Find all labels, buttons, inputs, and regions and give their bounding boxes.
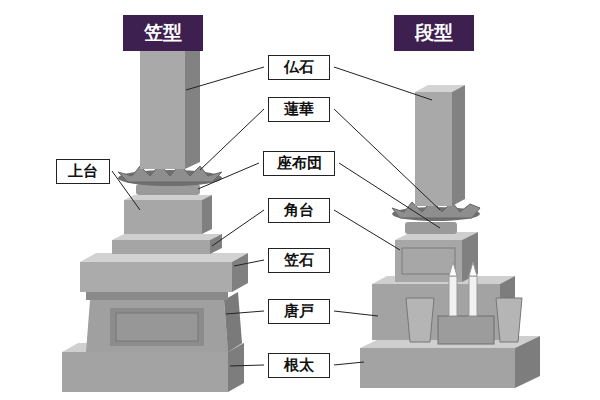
label-text: 唐戸 — [284, 302, 314, 321]
label-text: 笠石 — [284, 251, 314, 270]
part-label: 仏石 — [268, 55, 330, 80]
leader-line — [334, 210, 400, 250]
candle — [449, 276, 457, 316]
base-front — [62, 352, 228, 392]
leader-line — [234, 260, 264, 266]
vase-right — [496, 298, 522, 342]
kakudai-side — [210, 234, 222, 254]
leader-line — [186, 67, 264, 90]
kasa-side — [232, 253, 248, 292]
flame — [449, 262, 457, 276]
part-label: 蓮華 — [268, 97, 330, 122]
kakudai-top — [112, 234, 222, 240]
kasa-front — [80, 262, 232, 292]
kakudai-front — [112, 240, 210, 254]
karato-side — [224, 292, 242, 352]
part-label: 上台 — [56, 159, 110, 184]
base-front — [360, 348, 515, 388]
butsuseki-side — [185, 38, 200, 169]
kasa-gravestone — [62, 38, 248, 392]
leader-line — [226, 311, 264, 314]
type-header: 笠型 — [123, 15, 203, 51]
dan-gravestone — [360, 85, 540, 388]
header-text: 笠型 — [144, 20, 182, 46]
leader-line — [200, 109, 264, 170]
label-text: 座布団 — [277, 154, 322, 173]
candle — [469, 276, 477, 316]
label-text: 仏石 — [284, 58, 314, 77]
part-label: 笠石 — [268, 248, 330, 273]
zabuton — [405, 222, 457, 234]
butsuseki-front — [140, 45, 185, 169]
label-text: 根太 — [284, 356, 314, 375]
lip-band — [86, 292, 228, 300]
kasa-top — [80, 253, 248, 262]
leader-line — [339, 163, 440, 228]
leader-line — [230, 365, 264, 366]
leader-line — [334, 311, 378, 316]
joudai-side — [202, 195, 212, 234]
label-text: 蓮華 — [284, 100, 314, 119]
vase-left — [406, 298, 434, 342]
leader-line — [334, 362, 364, 365]
leader-line — [112, 171, 140, 210]
leader-line — [334, 109, 440, 210]
incense-holder — [438, 316, 494, 344]
karato-front — [86, 300, 228, 352]
joudai-top — [124, 195, 212, 200]
butsuseki-front — [415, 92, 452, 206]
flame — [469, 262, 477, 276]
kakudai-side — [462, 232, 478, 282]
label-text: 上台 — [68, 162, 98, 181]
leader-line — [198, 163, 259, 189]
type-header: 段型 — [394, 15, 474, 51]
leader-line — [334, 67, 432, 100]
leader-line — [212, 210, 264, 246]
part-label: 角台 — [268, 198, 330, 223]
part-label: 根太 — [268, 353, 330, 378]
label-text: 角台 — [284, 201, 314, 220]
leader-lines — [112, 67, 440, 366]
part-label: 唐戸 — [268, 299, 330, 324]
butsuseki-side — [452, 85, 465, 206]
kakudai-front — [395, 240, 462, 282]
joudai-front — [124, 200, 202, 234]
karato-door — [116, 313, 198, 341]
base-side — [515, 336, 540, 388]
karato-panel — [110, 308, 204, 346]
header-text: 段型 — [415, 20, 453, 46]
part-label: 座布団 — [263, 151, 335, 176]
kakudai-panel — [402, 248, 455, 274]
